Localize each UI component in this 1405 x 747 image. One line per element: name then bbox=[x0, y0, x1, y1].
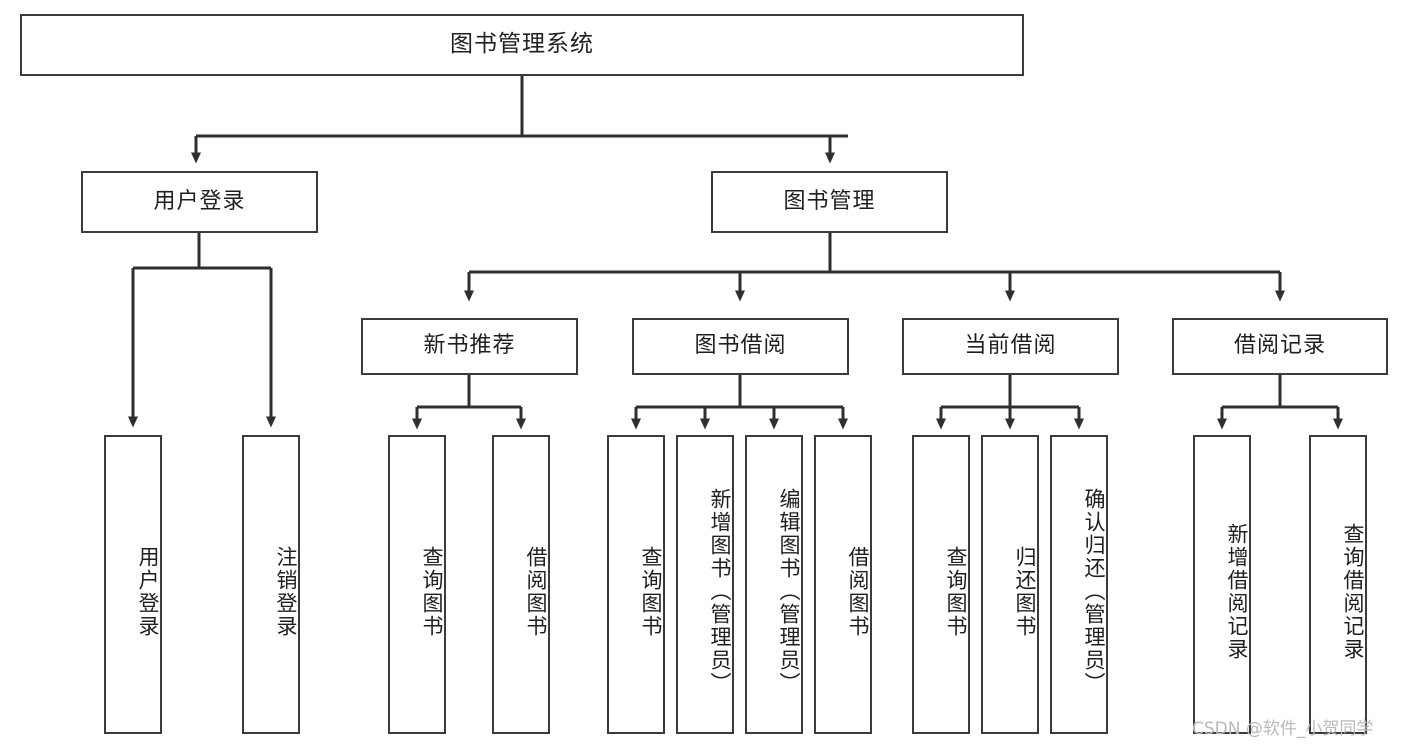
leaf-borrow-book-recommend[interactable]: 借阅图书 bbox=[492, 435, 550, 734]
leaf-query-borrow-record[interactable]: 查询借阅记录 bbox=[1309, 435, 1367, 734]
leaf-query-book-borrow[interactable]: 查询图书 bbox=[607, 435, 665, 734]
node-current-borrow[interactable]: 当前借阅 bbox=[902, 318, 1119, 375]
leaf-borrow-book[interactable]: 借阅图书 bbox=[814, 435, 872, 734]
leaf-query-book-recommend[interactable]: 查询图书 bbox=[388, 435, 446, 734]
node-book-management[interactable]: 图书管理 bbox=[711, 171, 948, 233]
node-user-login[interactable]: 用户登录 bbox=[81, 171, 318, 233]
leaf-return-book[interactable]: 归还图书 bbox=[981, 435, 1039, 734]
watermark-text: CSDN @软件_小贺同学 bbox=[1192, 719, 1374, 739]
leaf-add-borrow-record[interactable]: 新增借阅记录 bbox=[1193, 435, 1251, 734]
leaf-confirm-return[interactable]: 确认归还（管理员） bbox=[1050, 435, 1108, 734]
leaf-user-login[interactable]: 用户登录 bbox=[104, 435, 162, 734]
leaf-logout-login[interactable]: 注销登录 bbox=[242, 435, 300, 734]
leaf-add-book[interactable]: 新增图书（管理员） bbox=[676, 435, 734, 734]
leaf-query-book-current[interactable]: 查询图书 bbox=[912, 435, 970, 734]
node-new-book-recommend[interactable]: 新书推荐 bbox=[361, 318, 578, 375]
node-book-borrow[interactable]: 图书借阅 bbox=[632, 318, 849, 375]
leaf-edit-book[interactable]: 编辑图书（管理员） bbox=[745, 435, 803, 734]
node-root-system[interactable]: 图书管理系统 bbox=[20, 14, 1024, 76]
node-borrow-record[interactable]: 借阅记录 bbox=[1172, 318, 1388, 375]
